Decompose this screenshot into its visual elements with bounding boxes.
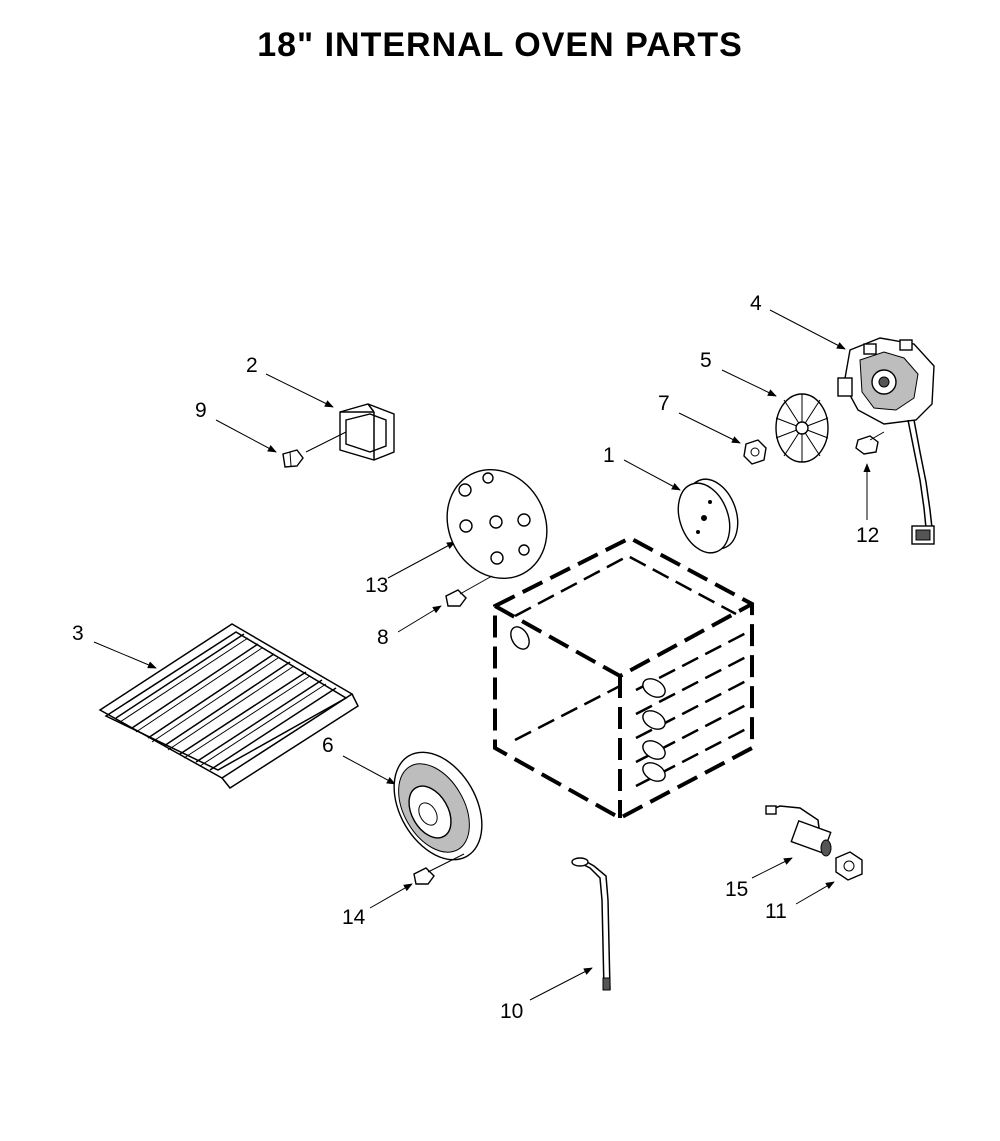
callout-3[interactable]: 3 [72,622,157,669]
callout-15[interactable]: 15 [725,857,793,901]
part-2-bracket [305,403,395,461]
diagram-title: 18" INTERNAL OVEN PARTS [257,26,743,64]
callout-4[interactable]: 4 [750,292,846,350]
callout-label-1: 1 [603,444,615,467]
callout-7[interactable]: 7 [658,392,741,444]
callout-label-14: 14 [342,906,366,929]
part-1-disc [677,478,739,554]
callout-label-6: 6 [322,734,334,757]
callout-label-11: 11 [765,900,787,923]
part-14-screw [413,853,465,885]
part-13-plate [446,468,548,580]
callout-label-2: 2 [246,354,258,377]
part-12-screw [855,431,885,455]
callout-6[interactable]: 6 [322,734,396,785]
callout-label-8: 8 [377,626,389,649]
callout-9[interactable]: 9 [195,399,277,453]
callout-13[interactable]: 13 [365,541,456,597]
callout-8[interactable]: 8 [377,605,442,649]
callout-14[interactable]: 14 [342,883,413,929]
part-8-screw [445,575,493,607]
callout-label-5: 5 [700,349,712,372]
callout-12[interactable]: 12 [856,463,879,547]
callout-11[interactable]: 11 [765,881,835,923]
callout-10[interactable]: 10 [500,967,593,1023]
callout-label-10: 10 [500,1000,523,1023]
part-4-motor [837,337,935,545]
callout-1[interactable]: 1 [603,444,681,491]
part-6-cover [393,751,483,861]
callout-label-15: 15 [725,878,748,901]
oven-cavity [493,535,754,821]
part-11-nut [835,851,863,881]
callout-label-13: 13 [365,574,388,597]
callout-label-12: 12 [856,524,879,547]
callout-2[interactable]: 2 [246,354,334,408]
part-10-probe [571,857,611,991]
part-9-screw [282,449,304,468]
part-7-nut [743,439,767,465]
callout-label-4: 4 [750,292,762,315]
callout-label-7: 7 [658,392,670,415]
callout-label-9: 9 [195,399,207,422]
part-5-fan [775,393,829,463]
part-15-switch [765,805,832,857]
callout-label-3: 3 [72,622,84,645]
part-3-rack [98,623,359,789]
callout-5[interactable]: 5 [700,349,777,397]
